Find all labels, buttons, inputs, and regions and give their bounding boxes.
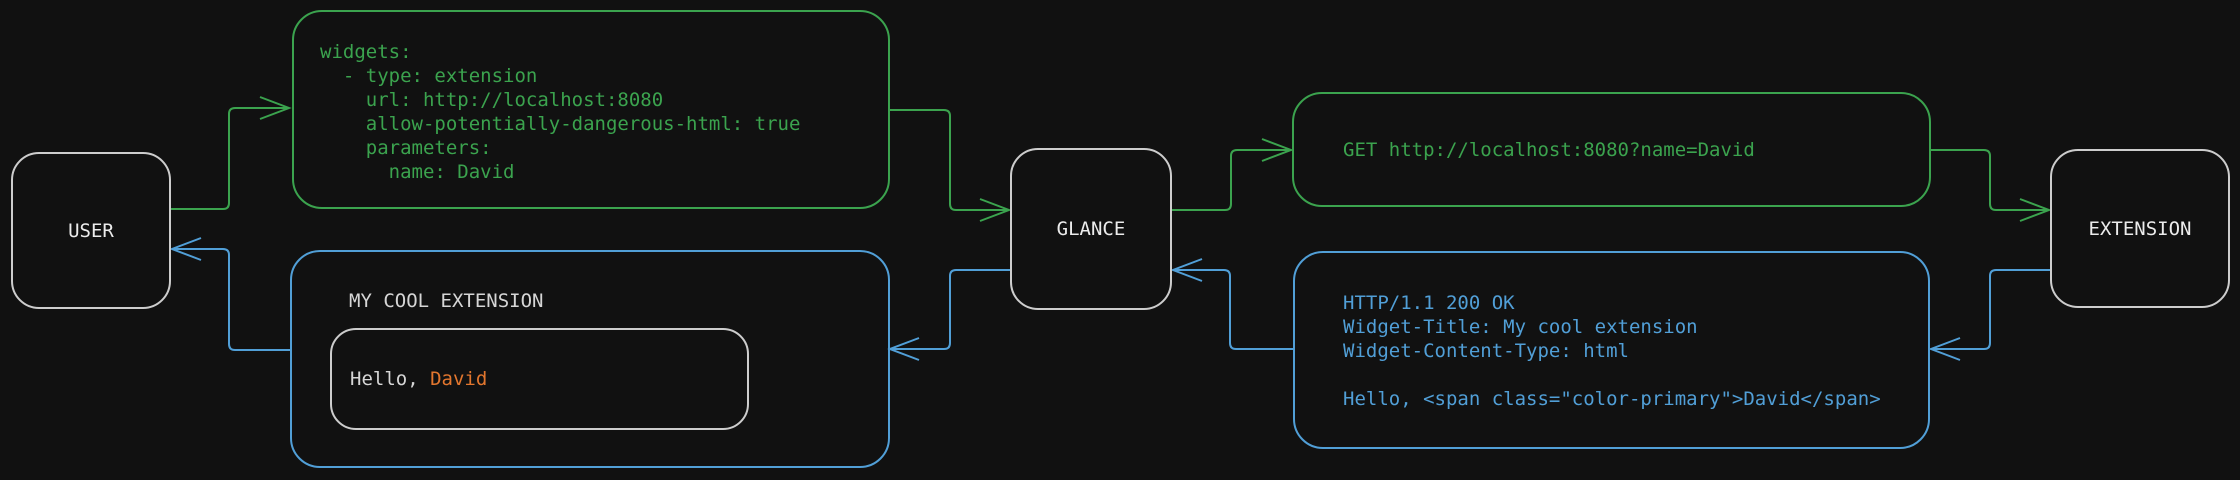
http-request-box: GET http://localhost:8080?name=David xyxy=(1292,92,1931,207)
node-extension: EXTENSION xyxy=(2050,149,2230,308)
node-glance-label: GLANCE xyxy=(1056,218,1126,240)
arrow-glance-to-request xyxy=(1172,138,1294,211)
node-user-label: USER xyxy=(68,219,114,242)
node-user: USER xyxy=(11,152,171,309)
arrow-request-to-extension xyxy=(1931,149,2052,222)
widget-preview-title: MY COOL EXTENSION xyxy=(349,290,544,312)
greeting-name: David xyxy=(430,368,488,390)
node-glance: GLANCE xyxy=(1010,148,1172,310)
http-response-box: HTTP/1.1 200 OK Widget-Title: My cool ex… xyxy=(1293,251,1930,449)
arrow-user-to-config xyxy=(171,96,292,210)
arrow-glance-to-widget xyxy=(887,269,1010,361)
widget-rendered-output: Hello, David xyxy=(330,328,749,430)
arrow-response-to-glance xyxy=(1170,258,1293,350)
arrow-widget-to-user xyxy=(169,237,290,351)
node-extension-label: EXTENSION xyxy=(2088,217,2192,240)
widget-preview-box: MY COOL EXTENSION Hello, David xyxy=(290,250,890,468)
arrow-config-to-glance xyxy=(890,109,1012,222)
arrow-extension-to-response xyxy=(1928,269,2050,361)
greeting-prefix: Hello, xyxy=(350,368,431,390)
greeting-text: Hello, David xyxy=(350,367,487,391)
config-yaml-box: widgets: - type: extension url: http://l… xyxy=(292,10,890,209)
